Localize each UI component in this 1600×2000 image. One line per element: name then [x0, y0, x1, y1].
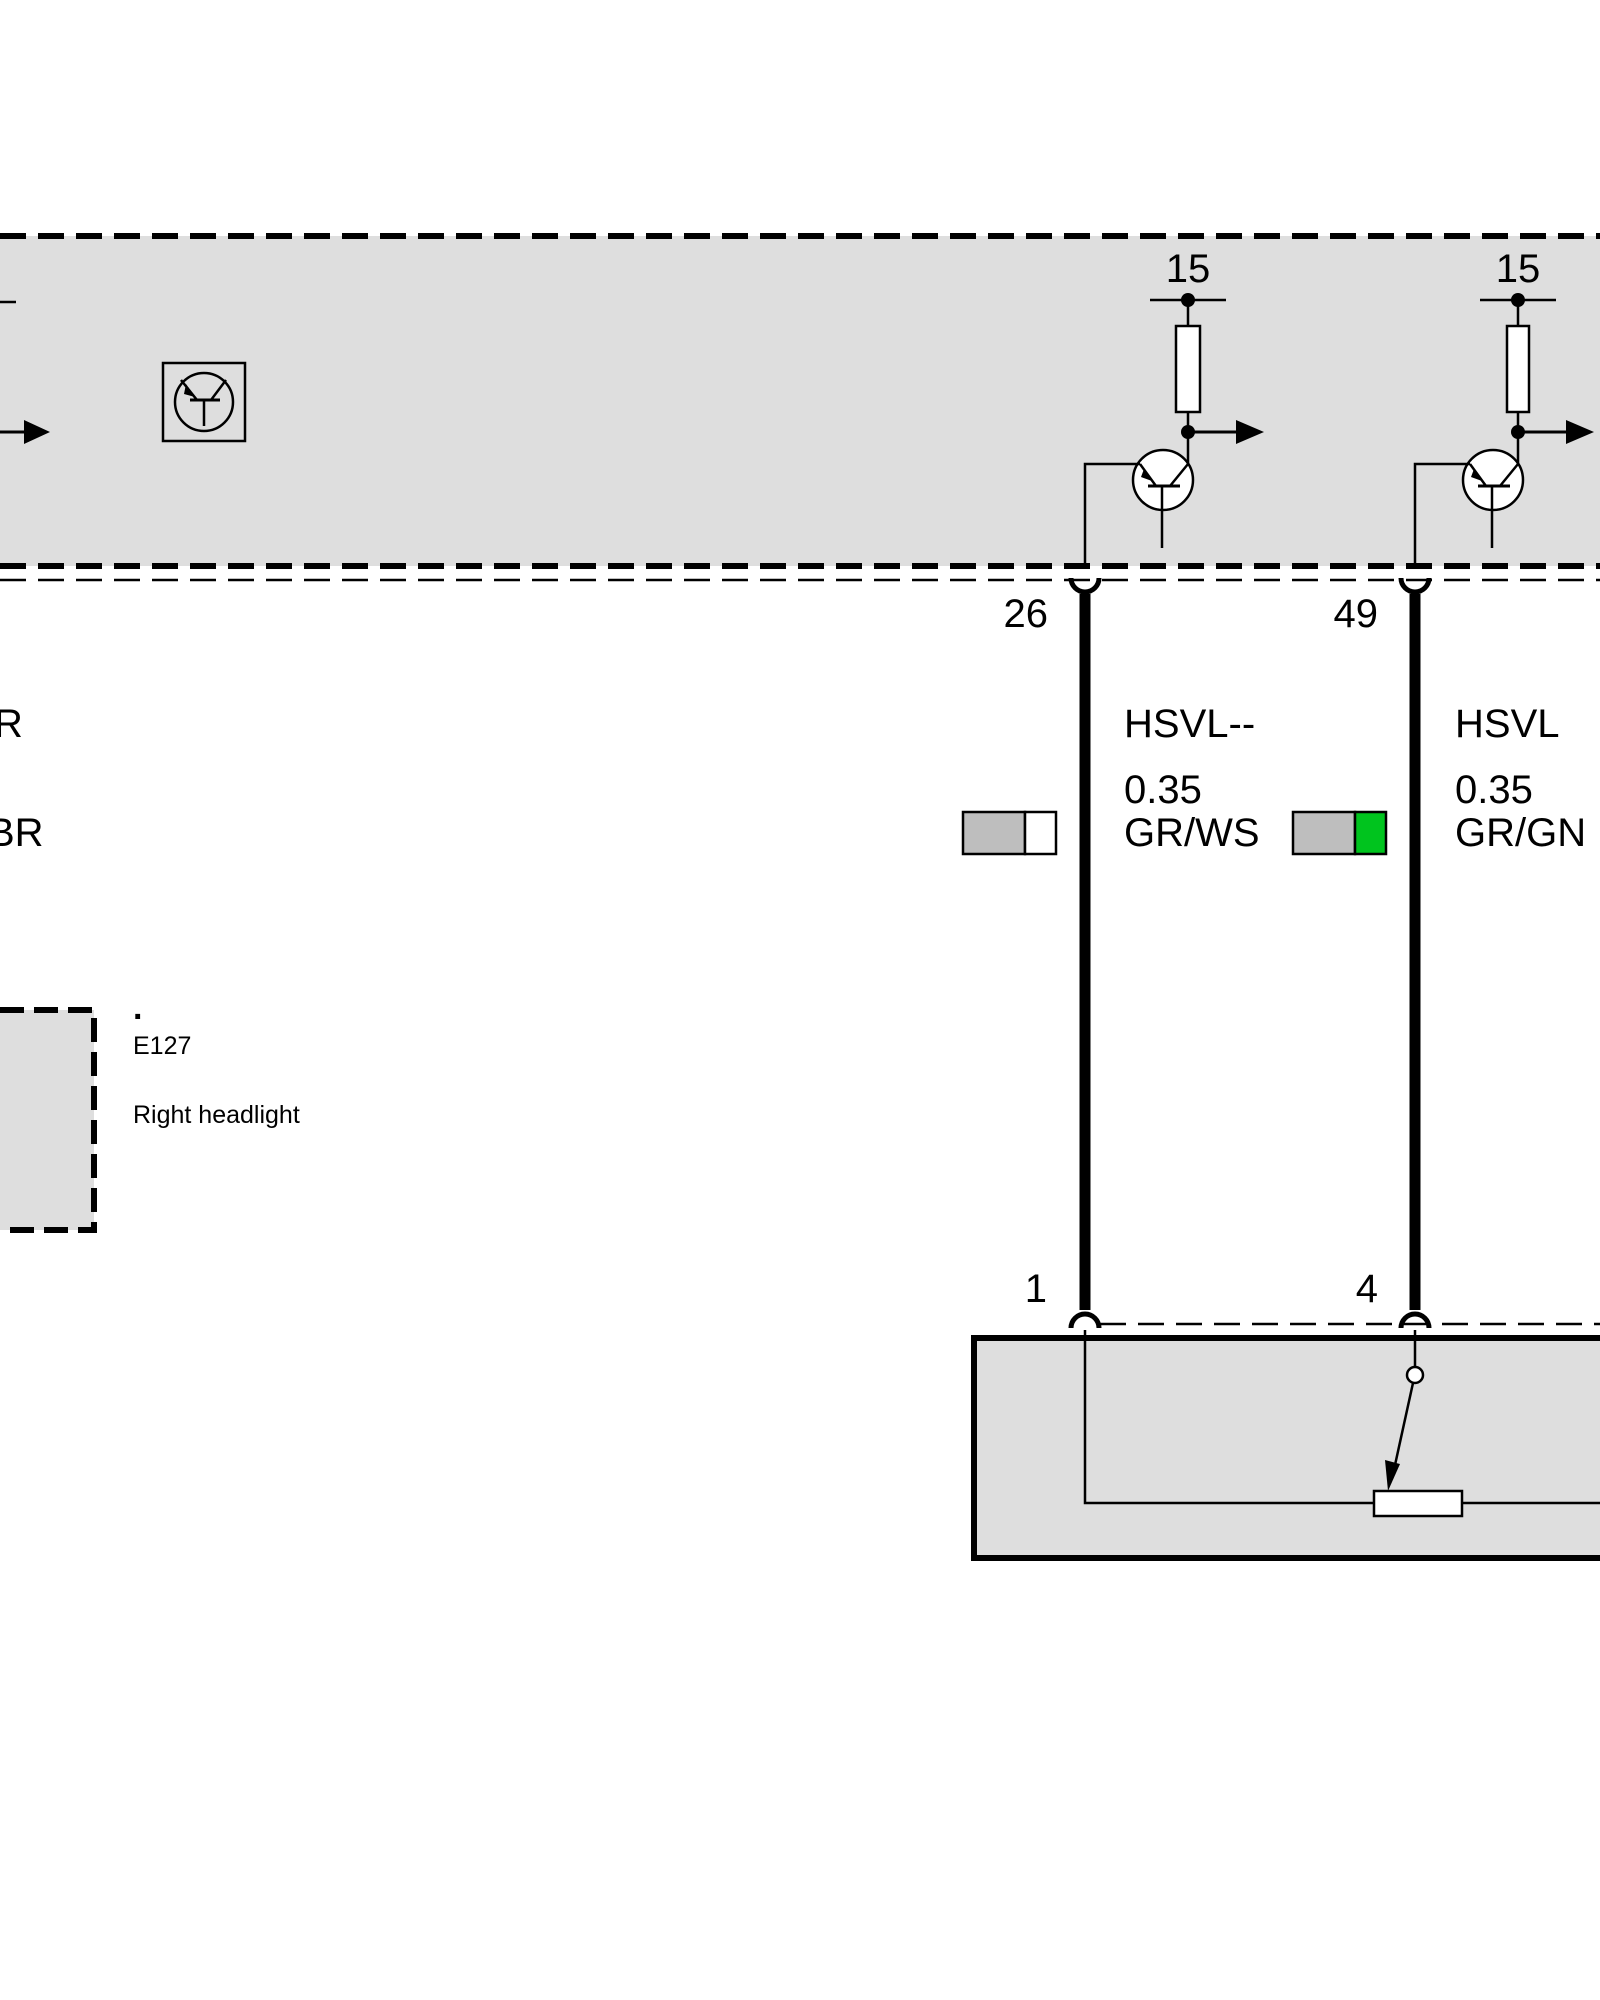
resistor-2 — [1505, 324, 1531, 414]
wire-2-color-swatch — [1291, 810, 1388, 856]
transistor-2-icon — [1461, 432, 1525, 548]
wire-2: HSVL 0.35 GR/GN — [1291, 577, 1586, 1329]
pin-label-26: 26 — [1004, 592, 1049, 636]
left-cutoff-label-1: R — [0, 702, 23, 746]
pin-label-1: 1 — [1025, 1267, 1047, 1311]
wire-1-color-swatch — [961, 810, 1058, 856]
control-module: 15 15 — [0, 233, 1600, 582]
wire-1-color-code: GR/WS — [1124, 811, 1260, 855]
component-name: Right headlight — [133, 1101, 300, 1129]
transistor-symbol-icon — [161, 361, 247, 443]
pin-socket-4 — [1398, 1311, 1432, 1329]
wire-2-color-code: GR/GN — [1455, 811, 1586, 855]
component-dot: . — [133, 989, 142, 1027]
terminal-15-label-2: 15 — [1496, 247, 1541, 291]
right-headlight-component — [0, 1007, 97, 1233]
wire-1-size: 0.35 — [1124, 768, 1202, 812]
control-module-body — [0, 236, 1600, 566]
sensor-module-body — [971, 1335, 1600, 1561]
terminal-15-label-1: 15 — [1166, 247, 1211, 291]
pin-label-4: 4 — [1356, 1267, 1378, 1311]
left-cutoff-label-2: BR — [0, 811, 44, 855]
component-id: E127 — [133, 1032, 191, 1060]
wire-1-signal: HSVL-- — [1124, 702, 1255, 746]
wire-2-signal: HSVL — [1455, 702, 1560, 746]
sensor-module — [971, 1322, 1600, 1561]
driver-stage-1: 15 — [1083, 247, 1264, 566]
pin-socket-49 — [1398, 577, 1432, 595]
driver-stage-2: 15 — [1413, 247, 1594, 566]
wire-1: HSVL-- 0.35 GR/WS — [961, 577, 1260, 1329]
potentiometer-wiper-arrow-icon — [1385, 1382, 1415, 1491]
potentiometer-resistor — [1372, 1489, 1464, 1518]
pin-socket-26 — [1068, 577, 1102, 595]
pin-socket-1 — [1068, 1311, 1102, 1329]
transistor-1-icon — [1131, 432, 1195, 548]
wiper-contact — [1405, 1365, 1425, 1385]
pin-label-49: 49 — [1334, 592, 1379, 636]
output-arrow-icon-2 — [1518, 420, 1594, 444]
left-output-arrow-icon — [0, 420, 50, 444]
resistor-1 — [1174, 324, 1202, 414]
output-arrow-icon-1 — [1188, 420, 1264, 444]
wire-2-size: 0.35 — [1455, 768, 1533, 812]
